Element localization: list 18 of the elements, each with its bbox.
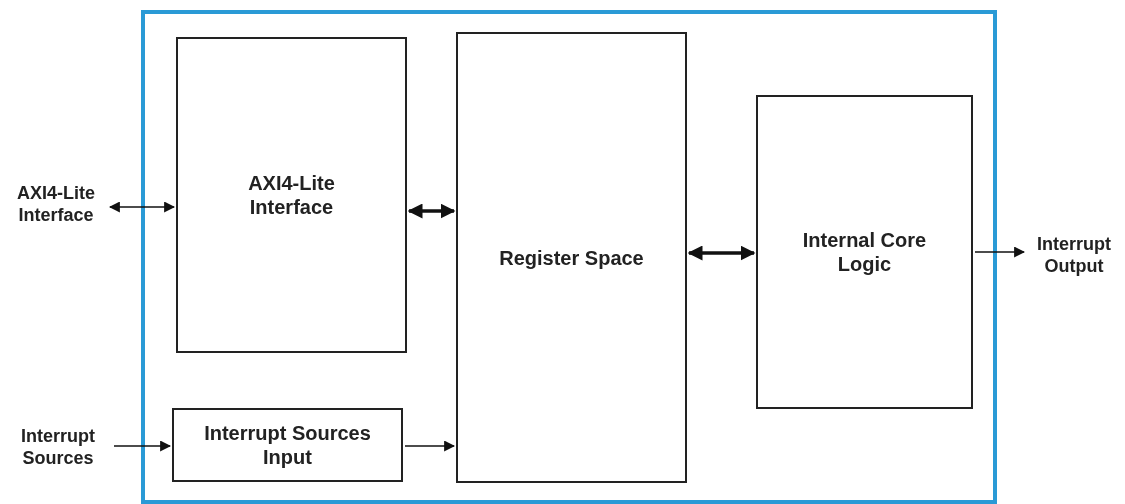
port-label: Interrupt Output: [1036, 234, 1112, 278]
block-label: Interrupt Sources Input: [203, 421, 372, 469]
block-label: Register Space: [498, 245, 645, 270]
block-label: AXI4-Lite Interface: [247, 171, 336, 219]
block-outline: [141, 10, 997, 504]
block: [456, 32, 687, 483]
port-label: Interrupt Sources: [20, 426, 96, 470]
arrow: [404, 440, 456, 452]
port-label: AXI4-Lite Interface: [16, 183, 96, 227]
block-label: Internal Core Logic: [801, 228, 928, 276]
arrow: [407, 203, 456, 219]
arrow: [687, 245, 756, 261]
arrow: [108, 201, 176, 213]
block: [756, 95, 973, 409]
arrow: [113, 440, 172, 452]
block: [172, 408, 403, 482]
block: [176, 37, 407, 353]
arrow: [974, 246, 1026, 258]
